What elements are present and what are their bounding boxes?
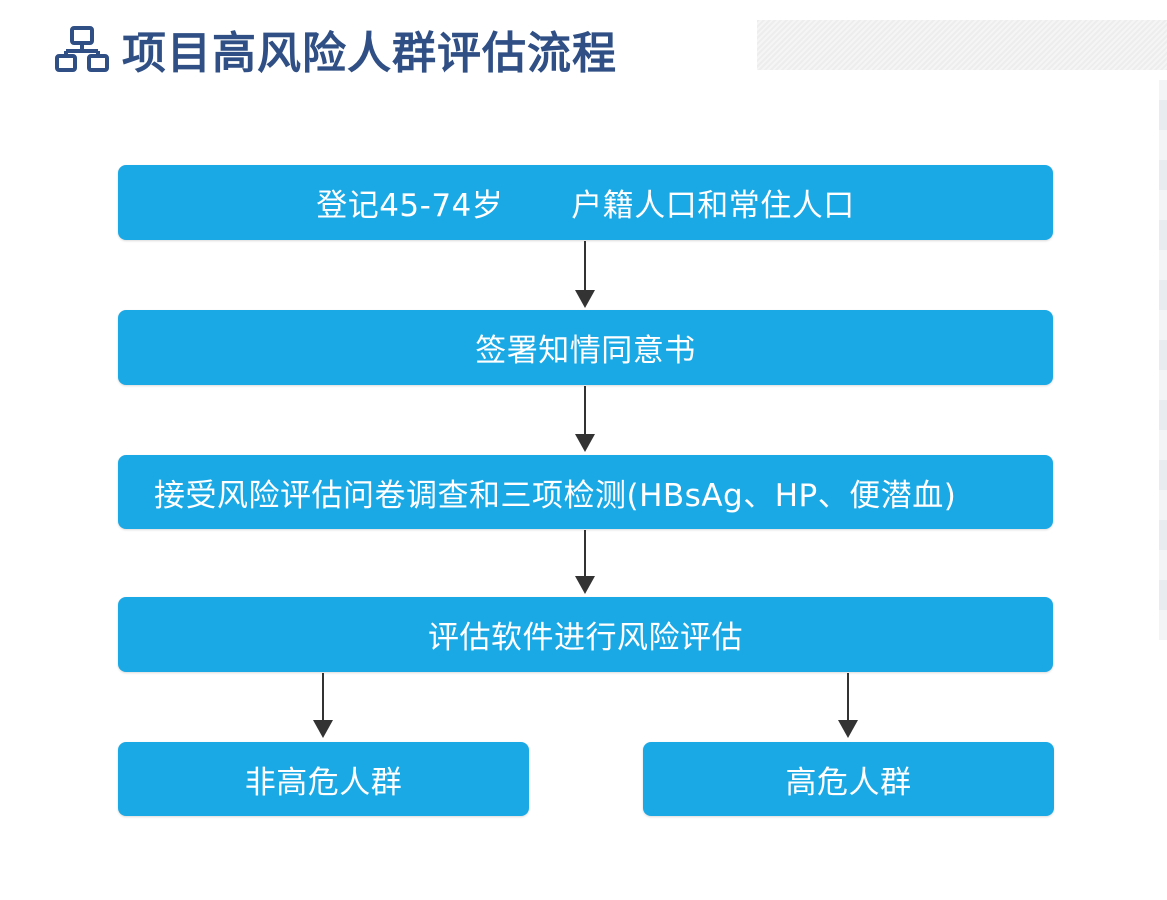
header-decoration-strip xyxy=(757,20,1167,70)
flow-step-software-assessment: 评估软件进行风险评估 xyxy=(118,597,1053,672)
page-title: 项目高风险人群评估流程 xyxy=(122,28,617,79)
arrow-step1-to-step2 xyxy=(575,241,595,308)
flow-step-consent: 签署知情同意书 xyxy=(118,310,1053,385)
page-header: 项目高风险人群评估流程 xyxy=(52,18,617,80)
org-chart-icon xyxy=(52,23,112,75)
flow-outcome-low-risk: 非高危人群 xyxy=(118,742,529,816)
flow-step-register: 登记45-74岁 户籍人口和常住人口 xyxy=(118,165,1053,240)
step2-text: 签署知情同意书 xyxy=(475,333,696,369)
arrow-step4-to-high-risk xyxy=(838,673,858,738)
arrow-step4-to-low-risk xyxy=(313,673,333,738)
outcome-high-risk-text: 高危人群 xyxy=(785,764,912,801)
step4-text: 评估软件进行风险评估 xyxy=(428,620,743,656)
step3-text: 接受风险评估问卷调查和三项检测(HBsAg、HP、便潜血) xyxy=(154,477,957,514)
step1-left-text: 登记45-74岁 xyxy=(316,188,504,224)
flow-step-survey-tests: 接受风险评估问卷调查和三项检测(HBsAg、HP、便潜血) xyxy=(118,455,1053,529)
edge-decoration xyxy=(1159,80,1167,640)
arrow-step2-to-step3 xyxy=(575,386,595,452)
flow-outcome-high-risk: 高危人群 xyxy=(643,742,1054,816)
arrow-step3-to-step4 xyxy=(575,530,595,594)
step1-right-text: 户籍人口和常住人口 xyxy=(571,188,855,224)
outcome-low-risk-text: 非高危人群 xyxy=(244,764,403,801)
